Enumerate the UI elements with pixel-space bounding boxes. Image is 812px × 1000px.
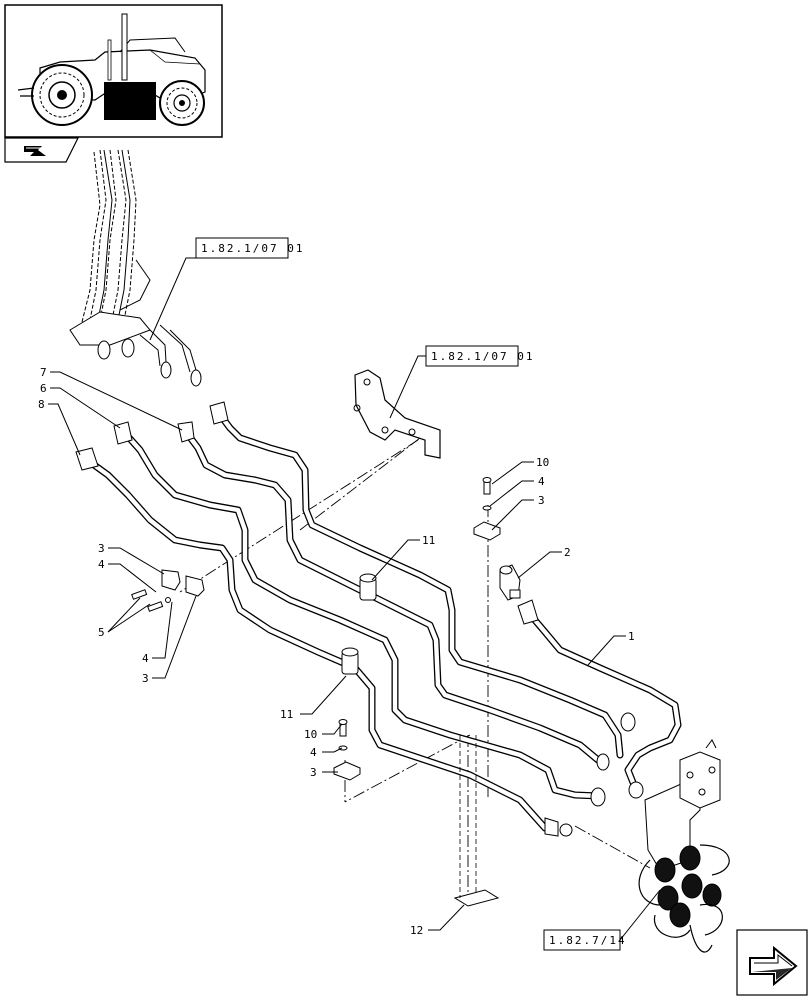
clamp-set-lower (333, 719, 361, 781)
reference-box-mid[interactable]: 1.82.1/07 01 (425, 345, 534, 367)
hydraulic-tube-8 (75, 447, 573, 837)
callout-2: 2 (564, 546, 571, 559)
callout-12: 12 (410, 924, 423, 937)
hydraulic-tube-7 (177, 421, 610, 771)
callout-3-upper: 3 (538, 494, 545, 507)
assembly-centerlines (179, 437, 651, 905)
reference-hose-assembly (69, 149, 202, 387)
reference-label-bottom: 1.82.7/14 (549, 934, 627, 947)
mounting-bracket-upper (353, 369, 441, 459)
hose-fitting (160, 361, 172, 379)
reference-label-mid: 1.82.1/07 01 (431, 350, 534, 363)
quick-coupler (654, 845, 722, 928)
callout-3-left: 3 (98, 542, 105, 555)
hose-fitting (97, 340, 111, 360)
callout-7: 7 (40, 366, 47, 379)
hose-fitting (190, 369, 202, 387)
callout-6: 6 (40, 382, 47, 395)
hydraulic-tube-6 (113, 421, 606, 807)
callout-11-upper: 11 (422, 534, 435, 547)
reference-box-top[interactable]: 1.82.1/07 01 (195, 237, 304, 259)
elbow-fitting-2 (499, 564, 521, 601)
tractor-thumbnail (4, 4, 223, 138)
callout-1: 1 (628, 630, 635, 643)
callout-4-upper: 4 (538, 475, 545, 488)
callout-labels: 7 6 8 10 4 3 11 2 1 3 4 5 4 3 11 10 4 3 … (38, 366, 635, 937)
leader-lines (48, 257, 661, 941)
callout-4-left-lower: 4 (142, 652, 149, 665)
reference-label-top: 1.82.1/07 01 (201, 242, 304, 255)
callout-5: 5 (98, 626, 105, 639)
quick-coupler-assembly (638, 739, 730, 953)
previous-page-arrow-icon[interactable] (4, 137, 79, 163)
next-page-arrow-icon[interactable] (736, 929, 808, 996)
clamp-set-left (131, 569, 205, 612)
hydraulic-tube-upper (209, 401, 636, 759)
callout-10-upper: 10 (536, 456, 549, 469)
callout-4-left: 4 (98, 558, 105, 571)
callout-11-lower: 11 (280, 708, 293, 721)
clamp-set-upper-right (473, 477, 501, 541)
reference-box-bottom[interactable]: 1.82.7/14 (543, 929, 627, 951)
callout-3-lower: 3 (310, 766, 317, 779)
callout-3-left-lower: 3 (142, 672, 149, 685)
callout-4-lower: 4 (310, 746, 317, 759)
hydraulic-tube-1 (517, 599, 682, 799)
callout-8: 8 (38, 398, 45, 411)
support-plate-12 (453, 735, 500, 907)
hose-fitting (121, 338, 135, 358)
callout-10-lower: 10 (304, 728, 317, 741)
spacer-11-upper (359, 573, 377, 601)
spacer-11-lower (341, 647, 359, 675)
